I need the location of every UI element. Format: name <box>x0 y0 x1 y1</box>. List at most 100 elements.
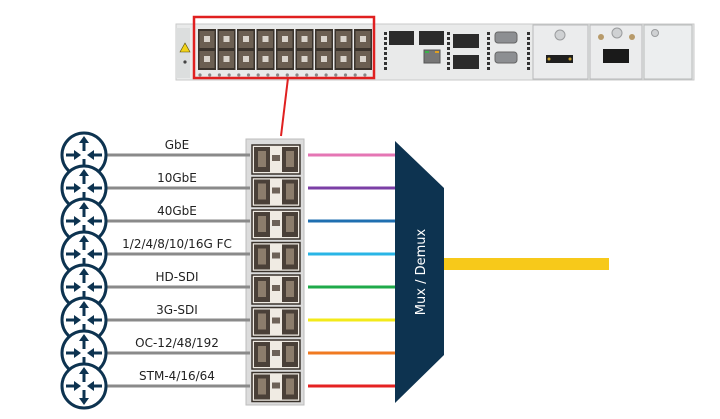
indicator-led <box>384 62 387 65</box>
port-led <box>324 73 328 77</box>
client-label: 40GbE <box>157 204 197 218</box>
highlight-callout-line <box>280 77 289 137</box>
sfp-port-inner <box>258 378 266 395</box>
client-row: 10GbE <box>60 164 396 212</box>
chassis <box>175 15 695 137</box>
sfp-port-inner <box>258 248 266 265</box>
sfp-port-inner <box>286 313 294 330</box>
sfp-latch <box>272 317 280 324</box>
sfp-port-inner <box>286 183 294 200</box>
sfp-port-inner <box>286 151 294 167</box>
indicator-led <box>487 52 490 55</box>
port-led <box>285 73 289 77</box>
sfp-latch <box>272 220 280 226</box>
sfp-latch <box>272 155 280 161</box>
sfp-latch <box>282 56 288 62</box>
port-led <box>314 73 318 77</box>
sfp-port-inner <box>286 346 294 362</box>
sfp-latch <box>262 56 269 62</box>
sfp-latch <box>340 36 347 42</box>
client-label: 10GbE <box>157 171 197 185</box>
sfp-port-inner <box>258 346 266 362</box>
client-row: OC-12/48/192 <box>60 329 396 377</box>
indicator-led <box>487 32 490 35</box>
fan-module <box>643 24 693 80</box>
sfp-latch <box>272 350 280 356</box>
indicator-led <box>447 57 450 60</box>
sfp-latch <box>262 36 269 42</box>
sfp-latch <box>223 56 230 62</box>
port-led <box>246 73 251 77</box>
port-led <box>266 73 270 77</box>
power-led-icon <box>183 60 187 64</box>
client-label: 3G-SDI <box>156 303 198 317</box>
indicator-led <box>487 57 490 60</box>
power-module-dc <box>532 24 589 80</box>
sfp-latch <box>321 36 327 42</box>
sfp-port-inner <box>258 313 266 330</box>
indicator-led <box>487 67 490 70</box>
highlight-box <box>192 15 376 80</box>
sfp-port-inner <box>286 378 294 395</box>
sfp-latch <box>360 36 366 42</box>
port-column-zoom <box>245 138 305 406</box>
thumbscrew-icon <box>651 29 659 37</box>
sfp-latch <box>360 56 366 62</box>
indicator-led <box>447 67 450 70</box>
port-led-row <box>198 73 367 77</box>
sfp-port-inner <box>286 281 294 297</box>
warning-icon <box>179 42 191 53</box>
qsfp-slot <box>419 31 444 45</box>
ethernet-port <box>423 49 441 64</box>
port-led <box>198 73 202 77</box>
port-led <box>276 73 280 77</box>
ac-inlet-icon <box>603 49 629 63</box>
power-module-ac <box>589 24 643 80</box>
sfp-latch <box>243 56 249 62</box>
qsfp-slot <box>453 34 479 48</box>
router-icon <box>60 197 108 245</box>
client-row: 40GbE <box>60 197 396 245</box>
sfp-port-bank <box>198 29 372 70</box>
port-led <box>295 73 299 77</box>
indicator-led <box>384 52 387 55</box>
serial-port-alarm <box>494 31 518 44</box>
qsfp-slot <box>453 55 479 69</box>
indicator-led <box>487 42 490 45</box>
sfp-latch <box>301 56 308 62</box>
client-row: STM-4/16/64 <box>60 362 396 410</box>
sfp-latch <box>301 36 308 42</box>
indicator-led <box>527 47 530 50</box>
sfp-latch <box>321 56 327 62</box>
sfp-port-inner <box>258 183 266 200</box>
sfp-port-inner <box>258 151 266 167</box>
sfp-port-inner <box>286 216 294 232</box>
sfp-latch <box>282 36 288 42</box>
client-row: 3G-SDI <box>60 296 396 344</box>
indicator-led <box>447 47 450 50</box>
middle-modules <box>384 31 530 70</box>
router-icon <box>60 263 108 311</box>
client-row: GbE <box>60 131 396 179</box>
sfp-latch <box>243 36 249 42</box>
indicator-led <box>447 42 450 45</box>
indicator-led <box>384 32 387 35</box>
ethernet-port-led <box>425 51 429 53</box>
indicator-led-column <box>384 32 530 70</box>
sfp-latch <box>204 36 210 42</box>
chassis-ear-left <box>176 28 190 78</box>
dc-terminal-block <box>546 55 573 63</box>
port-led <box>208 73 212 77</box>
indicator-led <box>527 57 530 60</box>
sfp-port-inner <box>258 281 266 297</box>
sfp-port-inner <box>258 216 266 232</box>
sfp-latch <box>272 252 280 259</box>
indicator-led <box>384 57 387 60</box>
qsfp-slot <box>389 31 414 45</box>
sfp-latch <box>223 36 230 42</box>
serial-port-console <box>494 51 518 64</box>
sfp-latch <box>340 56 347 62</box>
indicator-led <box>527 52 530 55</box>
sfp-latch <box>204 56 210 62</box>
